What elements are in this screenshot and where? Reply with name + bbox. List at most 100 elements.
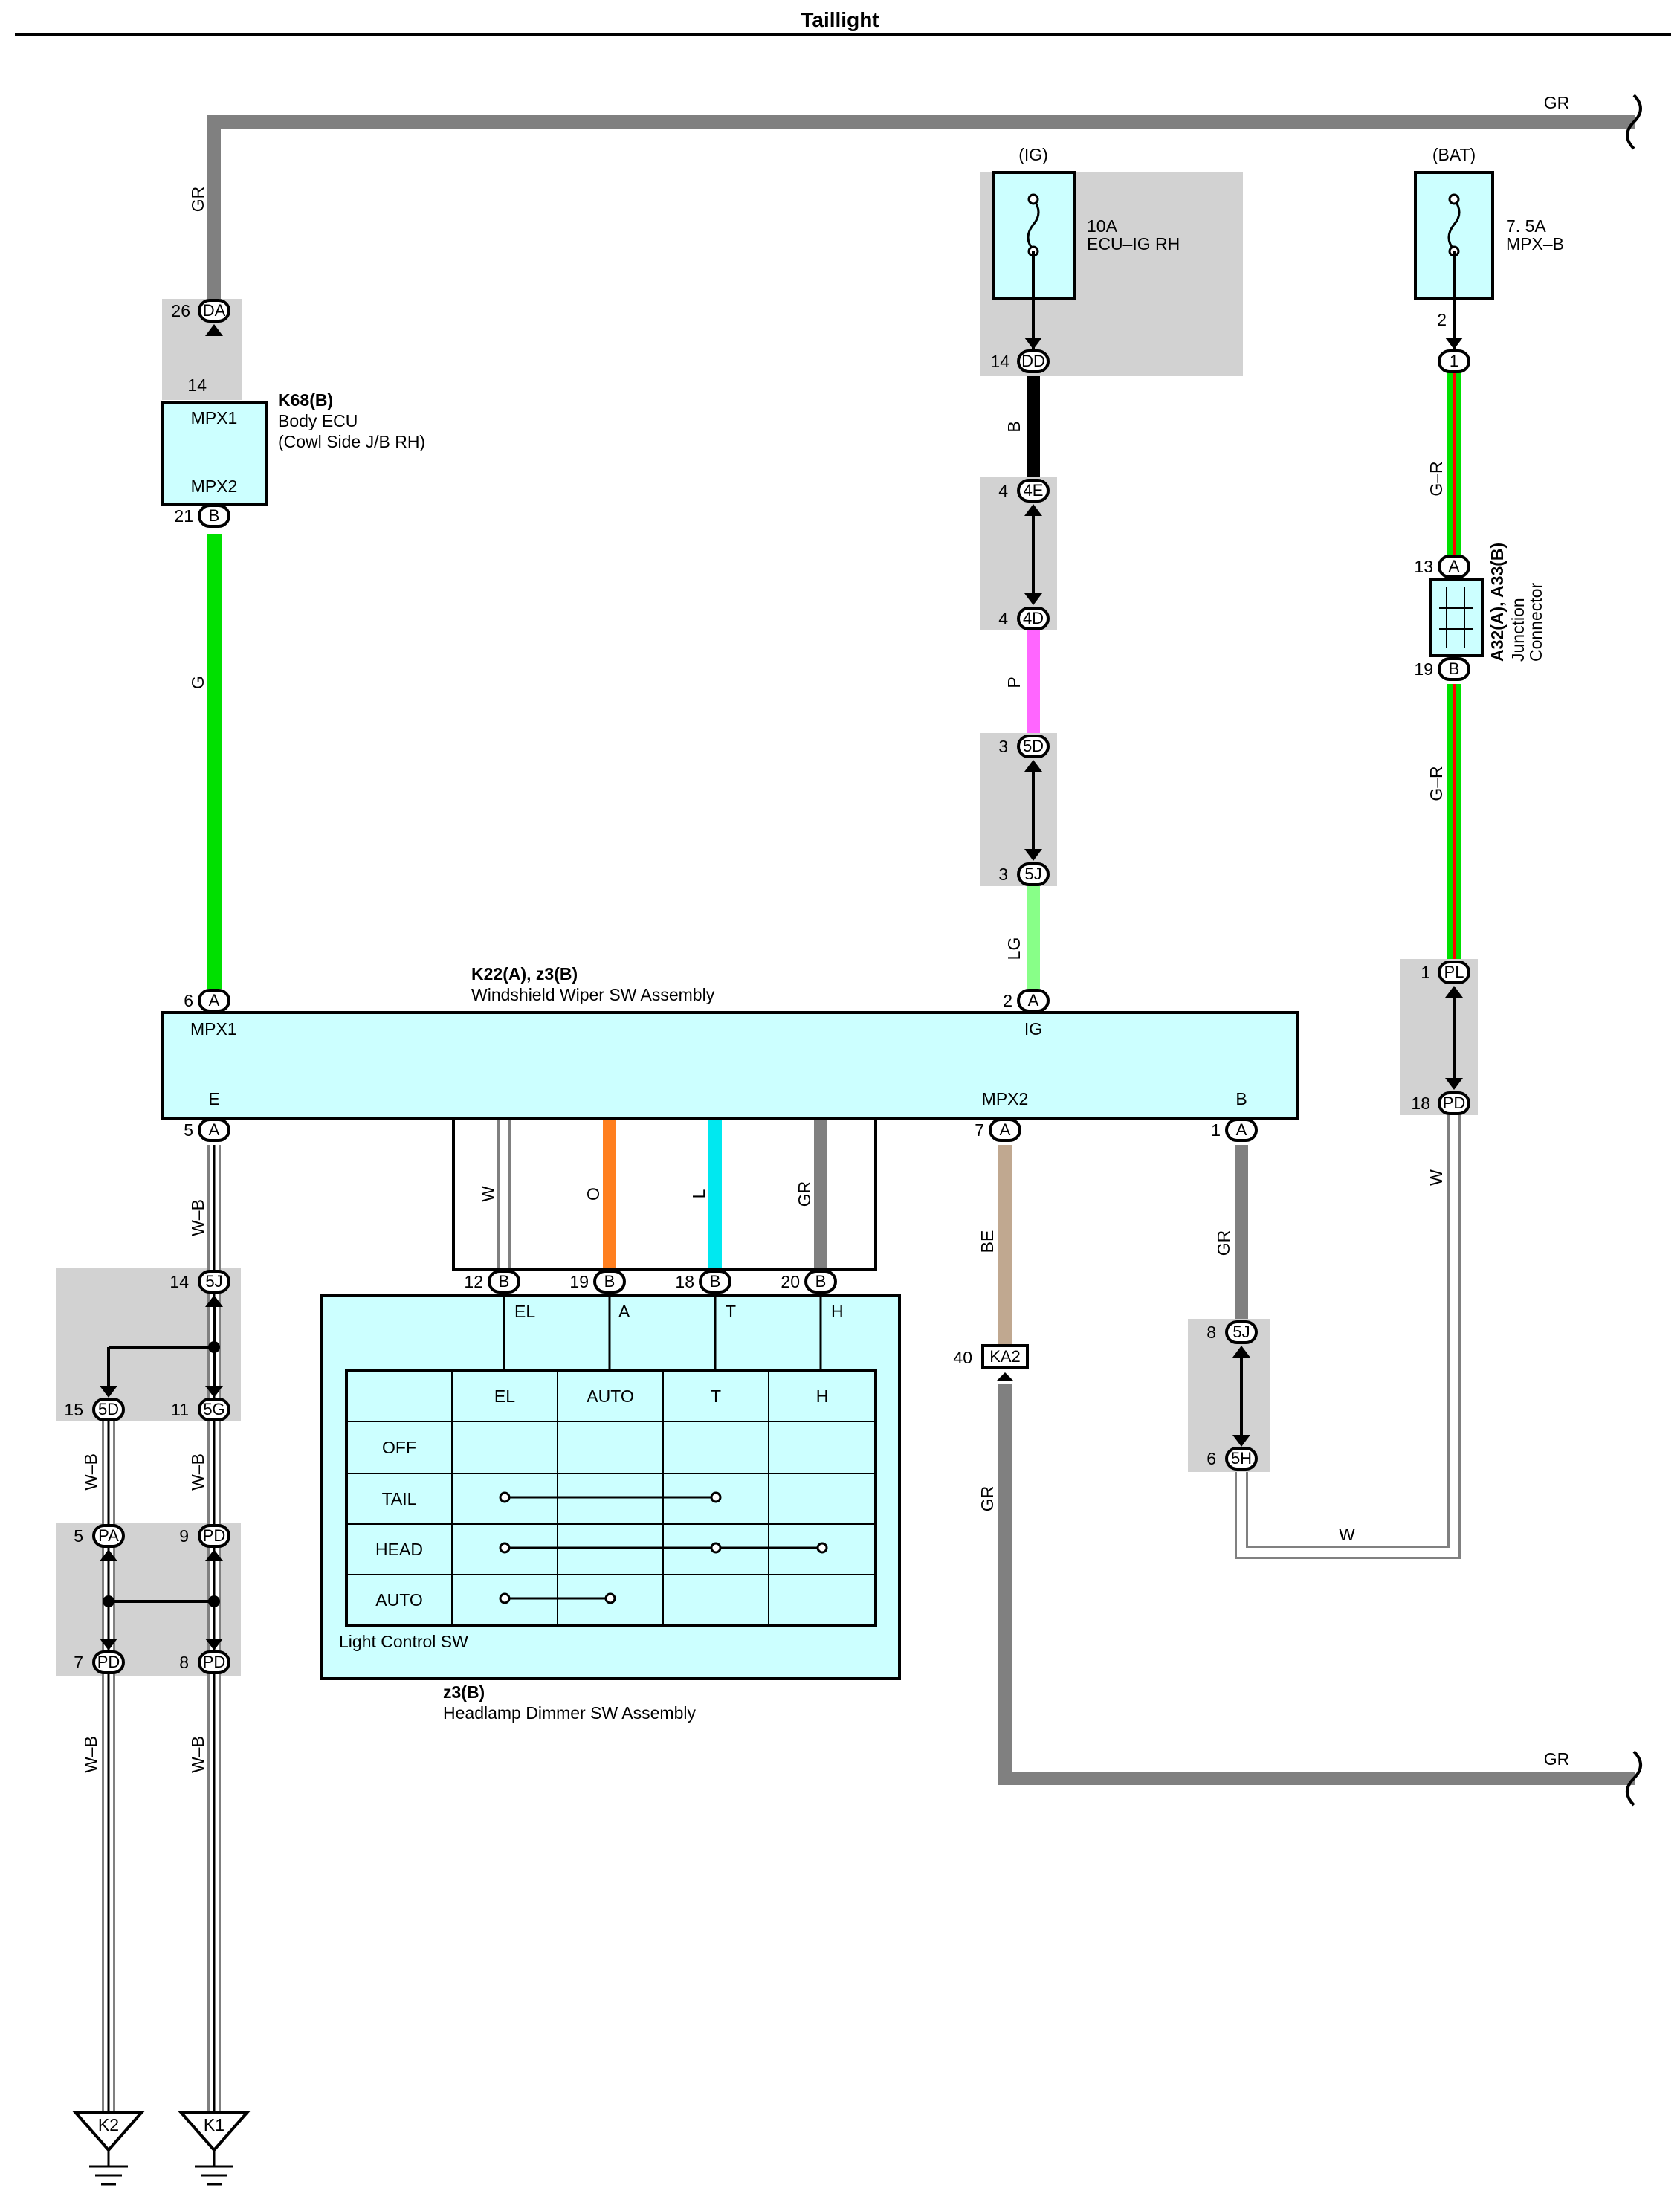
- wire-label-wb-5: W–B: [188, 1736, 207, 1773]
- svg-text:A: A: [209, 991, 220, 1010]
- body-ecu-pin-mpx2: MPX2: [191, 477, 238, 496]
- dimmer-term-a: A: [618, 1302, 630, 1321]
- wire-label-wb-4: W–B: [81, 1736, 100, 1773]
- dimmer-term-t: T: [726, 1302, 736, 1321]
- wire-label-g: G: [188, 676, 207, 689]
- wire-label-b: B: [1004, 421, 1024, 432]
- fuse-ig-rating: 10A: [1087, 216, 1118, 236]
- table-col-t: T: [711, 1387, 721, 1406]
- fuse-ig: [992, 171, 1076, 349]
- svg-text:5D: 5D: [1023, 737, 1044, 755]
- wire-gr-bottom: [998, 1384, 1635, 1785]
- table-col-el: EL: [494, 1387, 515, 1406]
- connector-labels: DA B DD 4E 4D 5D 5J 1 A B A A A A A PL P…: [97, 301, 1466, 1671]
- svg-text:B: B: [710, 1272, 721, 1291]
- svg-text:B: B: [1449, 659, 1460, 678]
- fuse-bat: [1414, 171, 1494, 349]
- table-row-tail: TAIL: [382, 1489, 417, 1508]
- dimmer-term-lines: [503, 1294, 822, 1369]
- junction-name-2: Connector: [1526, 583, 1545, 662]
- wire-label-gr-b: GR: [1214, 1230, 1233, 1256]
- wire-label-lg: LG: [1004, 937, 1024, 961]
- dimmer-term-h: H: [831, 1302, 844, 1321]
- wire-gr-top: [207, 115, 1635, 299]
- table-row-head: HEAD: [375, 1540, 423, 1559]
- connector-ovals: [92, 299, 1470, 1674]
- svg-text:B: B: [815, 1272, 827, 1291]
- ground-k2-label: K2: [98, 2115, 119, 2134]
- svg-text:1: 1: [1450, 352, 1458, 370]
- svg-text:9: 9: [179, 1526, 189, 1546]
- wire-label-p: P: [1004, 677, 1024, 688]
- wiper-sw-box: [161, 1011, 1299, 1120]
- wire-w-right: [1235, 1115, 1461, 1559]
- table-col-h: H: [816, 1387, 829, 1406]
- body-ecu-box: [161, 401, 268, 506]
- svg-text:18: 18: [675, 1272, 694, 1291]
- svg-text:1: 1: [1211, 1120, 1221, 1140]
- wiper-pin-ig: IG: [1024, 1019, 1042, 1039]
- connector-arrows: [100, 324, 1463, 1650]
- svg-text:7: 7: [975, 1120, 984, 1140]
- title-rule: [15, 33, 1671, 36]
- svg-text:14: 14: [187, 375, 207, 395]
- fuse-bat-source: (BAT): [1432, 145, 1476, 164]
- dimmer-sw-name: Headlamp Dimmer SW Assembly: [443, 1703, 696, 1723]
- svg-text:4: 4: [998, 609, 1008, 628]
- svg-text:A: A: [209, 1120, 220, 1139]
- svg-text:A: A: [1236, 1120, 1247, 1139]
- svg-text:PD: PD: [203, 1653, 226, 1671]
- fuse-ig-name: ECU–IG RH: [1087, 234, 1180, 254]
- ground-k1: [178, 2111, 251, 2186]
- svg-text:8: 8: [179, 1653, 189, 1672]
- wire-label-wb-1: W–B: [188, 1199, 207, 1236]
- svg-text:11: 11: [171, 1400, 189, 1419]
- bus-label-gr: GR: [795, 1181, 814, 1207]
- wire-label-be: BE: [978, 1230, 997, 1253]
- dimmer-sw-code: z3(B): [443, 1682, 485, 1702]
- svg-text:3: 3: [998, 865, 1008, 884]
- svg-text:13: 13: [1414, 557, 1433, 576]
- wiper-pin-e: E: [208, 1089, 219, 1108]
- table-row-auto: AUTO: [375, 1590, 422, 1610]
- svg-text:20: 20: [781, 1272, 800, 1291]
- svg-text:PD: PD: [97, 1653, 120, 1671]
- svg-text:18: 18: [1411, 1094, 1430, 1113]
- break-mark-bottom: [1626, 1750, 1642, 1807]
- table-row-off: OFF: [382, 1438, 416, 1457]
- pin-numbers: 26 14 21 14 4 4 3 3 2 13 19 6 2 5 7 1 1 …: [64, 301, 1447, 1672]
- svg-text:5D: 5D: [98, 1400, 119, 1418]
- svg-text:PD: PD: [1443, 1094, 1466, 1112]
- body-ecu-code: K68(B): [278, 390, 333, 410]
- break-mark-top: [1626, 94, 1642, 150]
- svg-text:A: A: [1000, 1120, 1011, 1139]
- svg-text:A: A: [1028, 991, 1039, 1010]
- dimmer-term-el: EL: [514, 1302, 535, 1321]
- ground-k1-label: K1: [204, 2115, 224, 2134]
- svg-text:2: 2: [1003, 991, 1012, 1010]
- wire-label-gr-bottom: GR: [1544, 1749, 1570, 1769]
- svg-text:3: 3: [998, 737, 1008, 756]
- svg-text:14: 14: [990, 352, 1009, 371]
- wiper-sw-code: K22(A), z3(B): [471, 964, 578, 984]
- svg-text:8: 8: [1206, 1323, 1216, 1342]
- wire-label-gr-mid: GR: [978, 1486, 997, 1512]
- dimmer-sub-label: Light Control SW: [339, 1632, 468, 1651]
- svg-text:PD: PD: [203, 1526, 226, 1545]
- body-ecu-pin-mpx1: MPX1: [191, 408, 238, 427]
- table-col-auto: AUTO: [587, 1387, 633, 1406]
- wire-label-wb-2: W–B: [81, 1453, 100, 1491]
- junction-code: A32(A), A33(B): [1487, 543, 1507, 662]
- bus-label-o: O: [584, 1187, 603, 1201]
- junction-name: Junction: [1508, 598, 1528, 662]
- svg-text:5J: 5J: [205, 1272, 222, 1291]
- body-ecu-location: (Cowl Side J/B RH): [278, 432, 425, 451]
- svg-text:5J: 5J: [1232, 1323, 1250, 1341]
- junction-jumpers: [103, 1341, 220, 1607]
- svg-text:DD: DD: [1021, 352, 1045, 370]
- body-ecu-name: Body ECU: [278, 411, 358, 430]
- svg-text:6: 6: [184, 991, 193, 1010]
- svg-text:14: 14: [169, 1272, 189, 1291]
- switch-continuity: [499, 1491, 828, 1604]
